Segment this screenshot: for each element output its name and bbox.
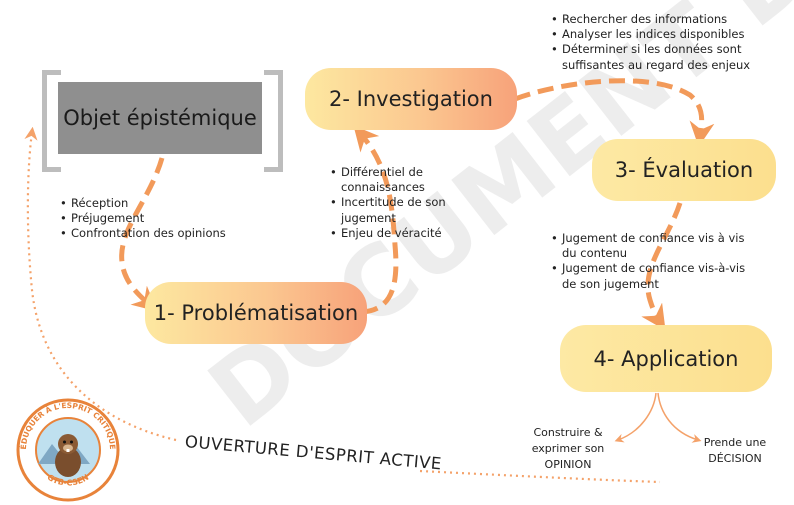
list-item: Confrontation des opinions <box>60 226 260 241</box>
logo-ring-text-bottom: GTB-CSEN <box>46 473 91 488</box>
evaluation-judgements-list: Jugement de confiance vis à vis du conte… <box>551 231 751 292</box>
list-item: Déterminer si les données sont suffisant… <box>551 42 791 72</box>
svg-text:GTB-CSEN: GTB-CSEN <box>46 473 91 488</box>
list-item: Jugement de confiance vis-à-vis de son j… <box>551 261 751 291</box>
arrow-object-to-problematisation <box>119 157 165 312</box>
outcome-decision: Prende une DÉCISION <box>703 436 767 465</box>
list-item: Préjugement <box>60 211 260 226</box>
list-item: Rechercher des informations <box>551 12 791 27</box>
logo: ÉDUQUER À L'ESPRIT CRITIQUE GTB-CSEN <box>16 398 120 502</box>
dotted-loop-left <box>24 126 177 442</box>
dotted-loop-bottom <box>419 469 661 484</box>
object-reception-list: Réception Préjugement Confrontation des … <box>60 196 260 242</box>
list-item: Différentiel de connaissances <box>330 165 450 195</box>
investigation-box: 2- Investigation <box>305 68 517 130</box>
outcome-opinion: Construire & exprimer son OPINION <box>531 426 605 471</box>
investigation-actions-list: Rechercher des informations Analyser les… <box>551 12 791 73</box>
problem-factors-list: Différentiel de connaissances Incertitud… <box>330 165 450 241</box>
arrow-to-opinion <box>614 392 657 443</box>
list-item: Incertitude de son jugement <box>330 195 450 225</box>
marmot-icon <box>55 434 81 477</box>
arrow-evaluation-to-application <box>641 202 683 331</box>
list-item: Analyser les indices disponibles <box>551 27 791 42</box>
arrow-investigation-to-evaluation <box>514 78 715 147</box>
object-bracket-left <box>42 70 61 172</box>
list-item: Réception <box>60 196 260 211</box>
object-bracket-right <box>264 70 283 172</box>
arrow-problematisation-to-investigation <box>353 125 399 315</box>
problematisation-box: 1- Problématisation <box>145 282 367 344</box>
list-item: Jugement de confiance vis à vis du conte… <box>551 231 751 261</box>
application-box: 4- Application <box>560 325 772 392</box>
arrow-to-decision <box>657 392 702 443</box>
object-epistemic-box: Objet épistémique <box>58 82 262 154</box>
list-item: Enjeu de véracité <box>330 226 450 241</box>
evaluation-box: 3- Évaluation <box>592 139 776 201</box>
